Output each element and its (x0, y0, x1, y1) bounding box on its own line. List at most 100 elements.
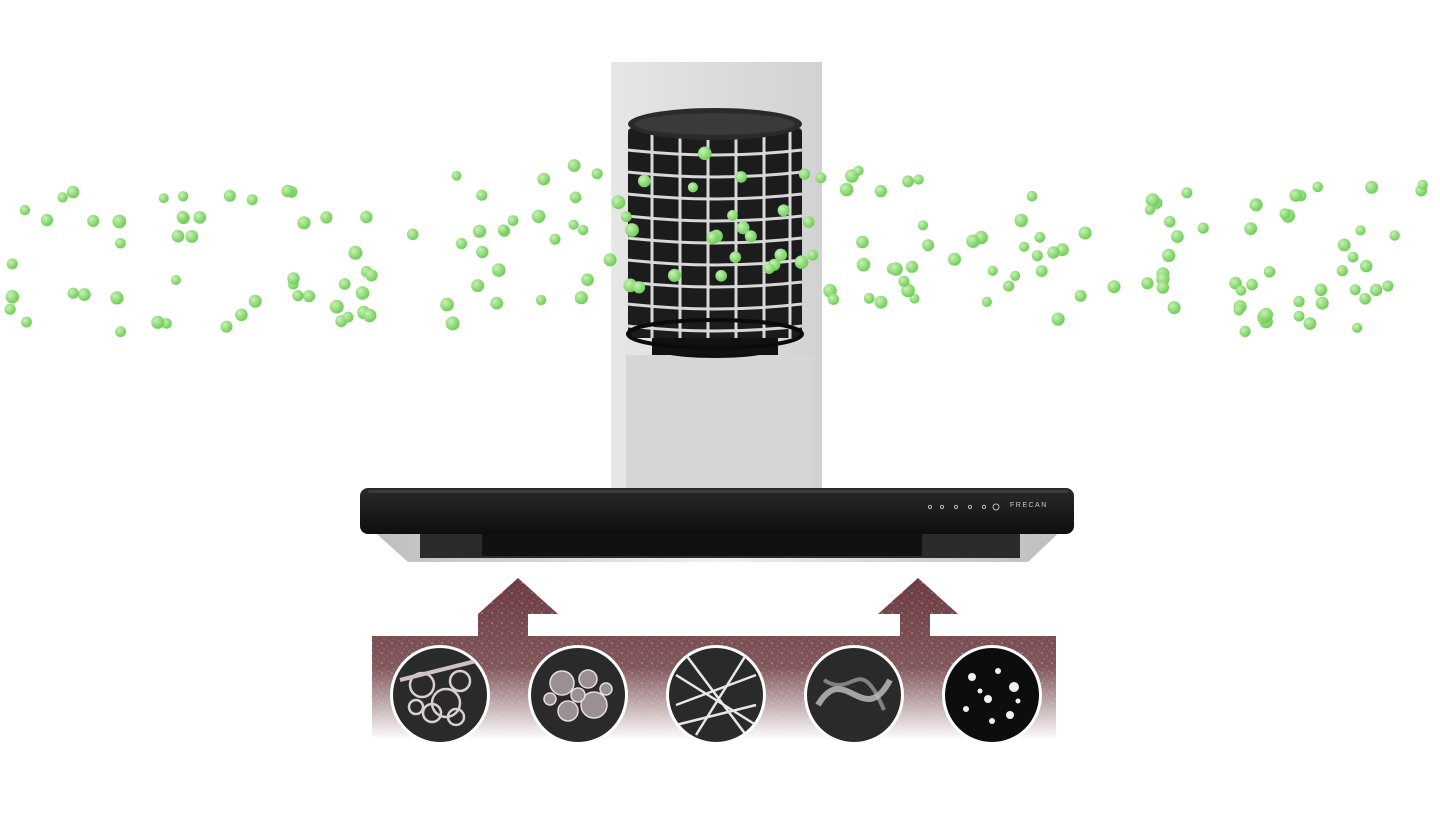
particle (581, 273, 594, 287)
control-button[interactable] (953, 504, 959, 510)
fine-particles-icon (942, 645, 1042, 745)
particle (115, 238, 126, 249)
particle (1303, 317, 1317, 330)
control-button[interactable] (927, 504, 933, 510)
particle (535, 294, 547, 306)
particle (735, 171, 747, 183)
particle (476, 245, 489, 259)
particle (170, 275, 181, 285)
particle (1047, 246, 1060, 259)
particle (355, 286, 370, 300)
particle (1141, 277, 1154, 290)
particle (807, 249, 819, 261)
control-button[interactable] (981, 504, 987, 510)
particle (1315, 296, 1329, 310)
particle (348, 245, 363, 260)
particle (874, 184, 887, 198)
particle (638, 174, 651, 188)
control-button[interactable] (939, 504, 945, 510)
particle (1259, 307, 1273, 322)
particle (1389, 230, 1400, 241)
particle (1417, 179, 1428, 190)
particle (1336, 265, 1348, 277)
particle (67, 287, 79, 299)
particle (176, 210, 189, 223)
particle (451, 170, 462, 181)
control-button[interactable] (967, 504, 973, 510)
particle (981, 296, 992, 307)
particle (531, 209, 546, 223)
particle (777, 204, 790, 217)
particle (1250, 199, 1262, 211)
particle (1018, 241, 1030, 252)
particle (476, 189, 488, 201)
particle (1289, 189, 1303, 202)
particle (729, 251, 742, 263)
particle (445, 316, 460, 331)
particle (440, 297, 454, 312)
particle (491, 263, 506, 277)
particle (922, 239, 935, 252)
particle (889, 262, 903, 276)
particle (77, 288, 91, 301)
particle (727, 210, 738, 221)
particle (292, 290, 304, 302)
particle (1014, 213, 1028, 228)
particle (171, 229, 185, 243)
particle (281, 184, 294, 198)
control-button[interactable] (992, 503, 1000, 511)
particle (455, 237, 468, 250)
particle (4, 303, 16, 315)
particle (687, 182, 699, 193)
particle (856, 257, 871, 272)
particle (715, 270, 727, 282)
particle (1107, 280, 1121, 294)
particle (549, 233, 561, 245)
pollen-icon (528, 645, 628, 745)
particle (1170, 230, 1184, 243)
particle (1244, 222, 1258, 236)
particle (856, 235, 869, 249)
particle (1035, 265, 1048, 277)
particle (744, 230, 757, 243)
particle (1312, 181, 1323, 193)
particle (360, 210, 373, 224)
particle (987, 265, 998, 276)
particle (863, 292, 875, 304)
mold-spores-icon (390, 645, 490, 745)
particle (490, 296, 504, 310)
particle (151, 315, 165, 329)
particle (472, 224, 487, 238)
particle (110, 291, 124, 305)
particle (1051, 312, 1065, 326)
particle (1369, 283, 1383, 297)
particle (537, 172, 550, 186)
particle (1349, 284, 1361, 296)
particle (40, 213, 54, 227)
particle (497, 224, 509, 235)
particle (66, 185, 80, 199)
particle (633, 281, 646, 294)
particle (471, 279, 485, 293)
particle (1382, 280, 1394, 292)
particle (246, 194, 258, 206)
particle (1164, 216, 1176, 228)
particle (1352, 322, 1363, 333)
particle (158, 193, 169, 204)
particle (567, 159, 581, 172)
particle (794, 255, 809, 269)
particle (802, 216, 815, 228)
particle (1078, 226, 1092, 240)
particle (1181, 187, 1193, 199)
particle (905, 260, 919, 273)
particle (1347, 251, 1359, 263)
particle (1026, 190, 1038, 202)
particle (1235, 285, 1247, 296)
particle (1365, 180, 1379, 194)
particle (115, 326, 126, 338)
particle (966, 234, 980, 248)
particle (6, 258, 18, 270)
particle (1003, 280, 1015, 292)
